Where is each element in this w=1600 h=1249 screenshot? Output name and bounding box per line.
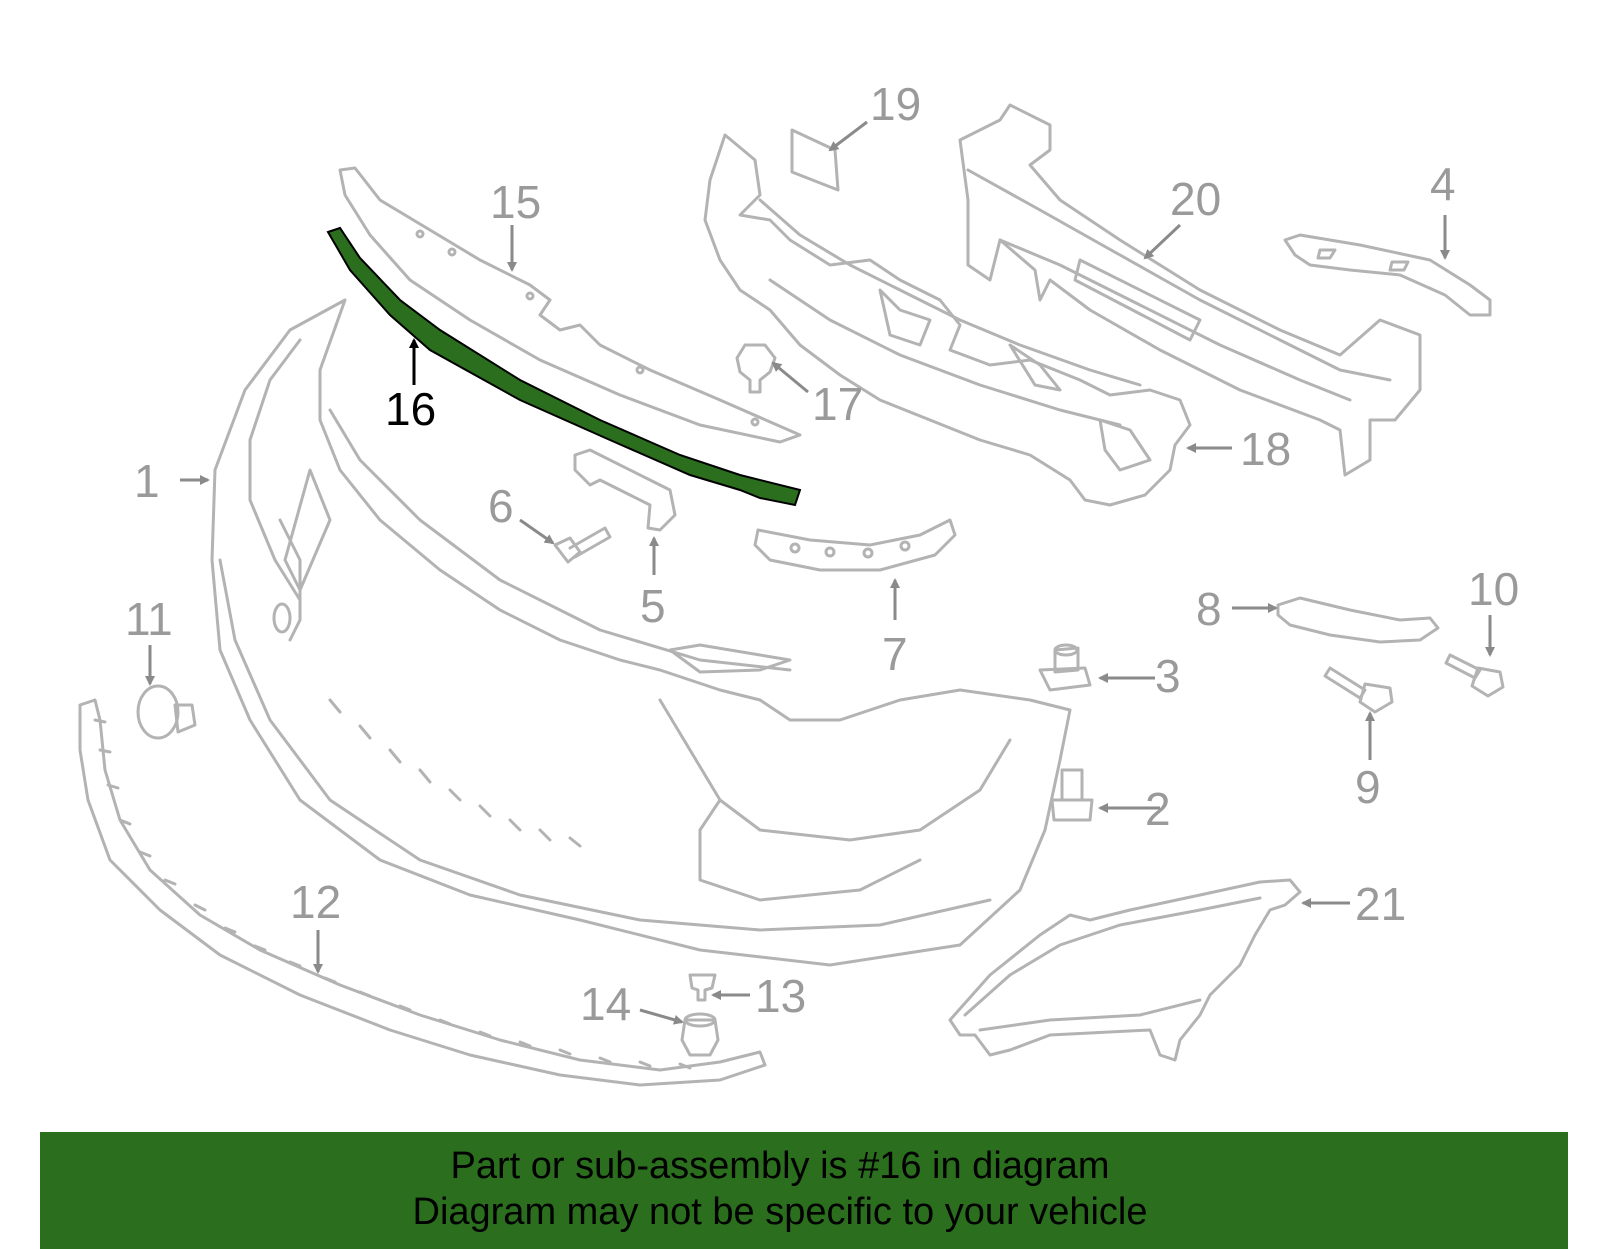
callout-2: 2 — [1145, 783, 1171, 835]
part-10-bolt — [1444, 653, 1505, 698]
part-4-bracket — [1283, 233, 1492, 317]
banner-line-part-info: Part or sub-assembly is #16 in diagram — [450, 1145, 1110, 1187]
callout-21: 21 — [1355, 878, 1406, 930]
callout-16: 16 — [385, 383, 436, 435]
callout-14: 14 — [580, 978, 631, 1030]
part-3-nut — [1038, 643, 1092, 692]
part-17-clip — [735, 343, 777, 394]
part-21-bezel — [948, 878, 1302, 1062]
part-19-plate — [790, 128, 840, 192]
info-banner: Part or sub-assembly is #16 in diagram D… — [40, 1132, 1568, 1249]
callout-7: 7 — [882, 628, 908, 680]
part-15-upper-bracket — [338, 166, 802, 444]
callout-3: 3 — [1155, 650, 1181, 702]
callout-10: 10 — [1468, 563, 1519, 615]
part-16-highlighted — [326, 226, 802, 507]
leader-lines — [145, 120, 1495, 1025]
leader-17 — [771, 361, 809, 394]
part-5-bracket — [573, 448, 677, 532]
part-9-bolt — [1323, 666, 1394, 714]
callout-18: 18 — [1240, 423, 1291, 475]
leader-20 — [1143, 223, 1182, 260]
leader-6 — [519, 518, 555, 545]
callout-6: 6 — [488, 480, 514, 532]
callout-8: 8 — [1196, 583, 1222, 635]
part-6-bolt — [553, 526, 612, 564]
banner-line-disclaimer: Diagram may not be specific to your vehi… — [412, 1191, 1148, 1233]
callout-13: 13 — [755, 970, 806, 1022]
part-20-beam — [958, 103, 1422, 477]
part-2-bolt — [1050, 768, 1094, 822]
parts-diagram: 1 2 3 4 5 6 7 8 9 10 11 12 13 14 15 16 1… — [78, 78, 1519, 1087]
part-13-clip — [688, 973, 717, 1002]
callout-labels: 1 2 3 4 5 6 7 8 9 10 11 12 13 14 15 16 1… — [125, 78, 1519, 1030]
callout-11: 11 — [125, 593, 173, 645]
callout-20: 20 — [1170, 173, 1221, 225]
part-7-strip — [753, 518, 957, 572]
callout-19: 19 — [870, 78, 921, 130]
callout-15: 15 — [490, 176, 541, 228]
callout-5: 5 — [640, 580, 666, 632]
callout-17: 17 — [812, 378, 863, 430]
part-18-absorber — [703, 133, 1192, 507]
callout-4: 4 — [1430, 158, 1456, 210]
part-1-bumper-cover — [210, 298, 1072, 967]
part-8-bracket — [1276, 596, 1440, 644]
callout-12: 12 — [290, 876, 341, 928]
part-11-grommet — [136, 684, 197, 740]
callout-1: 1 — [134, 455, 160, 507]
leader-14 — [639, 1008, 684, 1025]
part-12-lower-lip — [78, 698, 767, 1087]
part-14-clip — [680, 1012, 720, 1057]
leader-19 — [828, 120, 868, 152]
callout-9: 9 — [1355, 761, 1381, 813]
